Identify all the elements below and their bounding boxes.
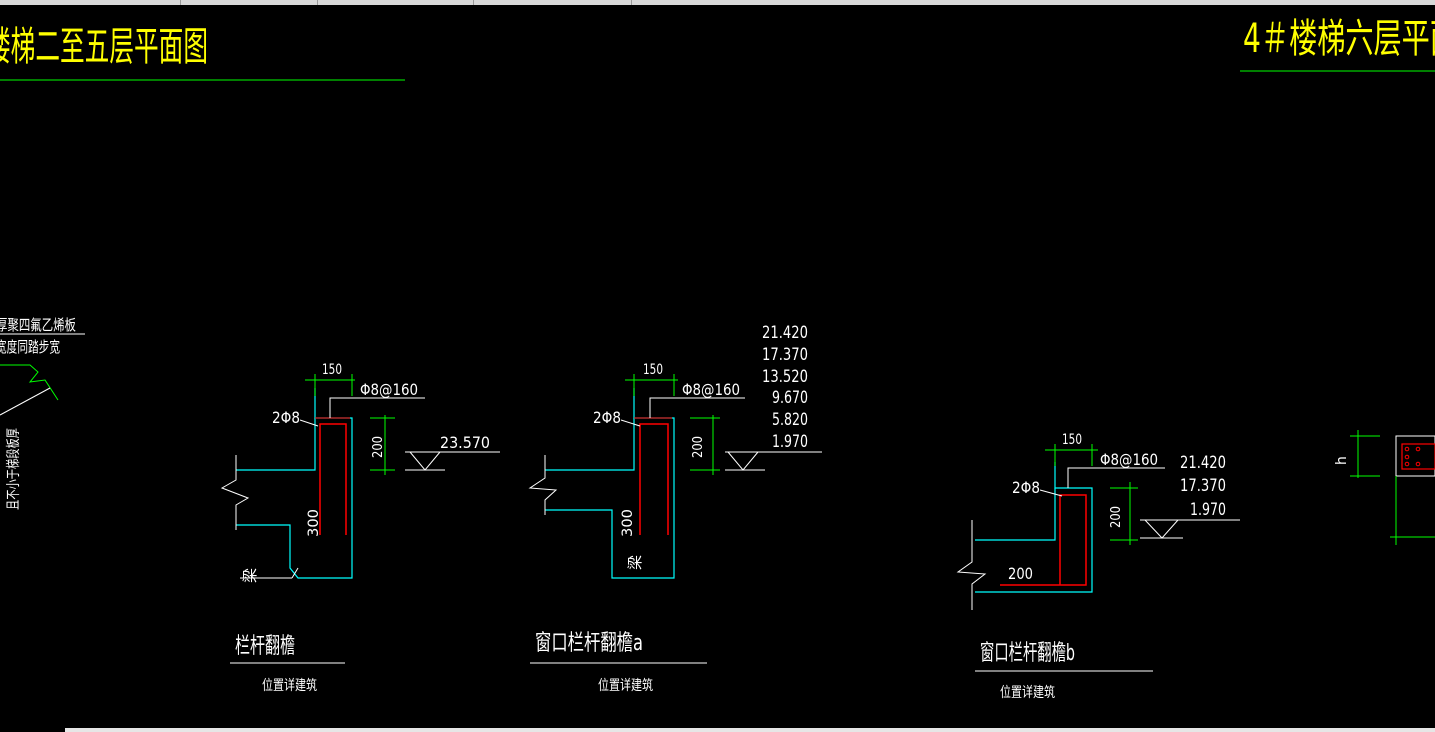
tab-strip-segment[interactable] [0, 0, 181, 5]
detail-window-railing-b: 150 Φ8@160 2Φ8 200 200 21.420 17.370 1.9… [956, 432, 1240, 701]
detail1-elev-0: 23.570 [440, 433, 490, 452]
title-right: 4＃楼梯六层平面 [1243, 16, 1435, 62]
detail3-width-dim: 200 [1008, 564, 1033, 583]
detail3-elev-1: 17.370 [1180, 476, 1226, 496]
horizontal-scrollbar[interactable] [65, 728, 1435, 732]
detail2-label: 窗口栏杆翻檐a [535, 631, 643, 656]
detail-window-railing-a: 150 Φ8@160 2Φ8 200 300 梁 21.420 17.370 1… [528, 323, 822, 694]
window-top-strip [0, 0, 1435, 5]
detail2-elev-1: 17.370 [762, 345, 808, 365]
detail1-beam: 梁 [241, 568, 259, 583]
detail2-sub: 位置详建筑 [598, 678, 653, 694]
right-dim-h: h [1334, 456, 1350, 465]
detail-railing-upstand: 150 Φ8@160 2Φ8 200 300 梁 23.570 栏杆翻檐 位置详… [220, 362, 500, 694]
title-left: 楼梯二至五层平面图 [0, 24, 208, 70]
left-break-symbol [0, 364, 59, 401]
left-note: 厚聚四氟乙烯板 宽度同踏步宽 且不小于梯段板厚 [0, 316, 85, 510]
detail2-depth-dim: 300 [620, 509, 636, 537]
detail1-bars: 2Φ8 [272, 408, 300, 427]
detail3-stirrup: Φ8@160 [1100, 450, 1158, 469]
tab-strip-segment[interactable] [181, 0, 318, 5]
detail2-elev-5: 1.970 [772, 432, 808, 452]
detail3-bars: 2Φ8 [1012, 478, 1040, 497]
detail2-elev-0: 21.420 [762, 323, 808, 343]
detail2-bars: 2Φ8 [593, 408, 621, 427]
detail3-height-dim: 200 [1109, 506, 1124, 528]
detail1-depth-dim: 300 [306, 509, 322, 537]
detail3-elev-0: 21.420 [1180, 453, 1226, 473]
tab-strip-segment[interactable] [474, 0, 632, 5]
detail2-stirrup: Φ8@160 [682, 380, 740, 399]
detail3-elev-2: 1.970 [1190, 500, 1226, 520]
detail2-beam: 梁 [626, 555, 644, 570]
detail1-label: 栏杆翻檐 [235, 634, 295, 659]
tab-strip-segment[interactable] [318, 0, 474, 5]
detail3-dim-top: 150 [1062, 432, 1082, 448]
left-note-line2: 宽度同踏步宽 [0, 338, 60, 356]
detail3-sub: 位置详建筑 [1000, 685, 1055, 701]
detail-right-partial: h [1334, 430, 1435, 545]
detail1-stirrup: Φ8@160 [360, 380, 418, 399]
detail1-height-dim: 200 [371, 436, 386, 458]
detail2-elev-3: 9.670 [772, 388, 808, 408]
left-note-vertical: 且不小于梯段板厚 [6, 428, 22, 510]
detail1-dim-top: 150 [322, 362, 342, 378]
detail2-elev-2: 13.520 [762, 367, 808, 387]
detail1-sub: 位置详建筑 [262, 678, 317, 694]
detail2-dim-top: 150 [643, 362, 663, 378]
detail3-label: 窗口栏杆翻檐b [980, 641, 1075, 666]
detail2-elev-4: 5.820 [772, 410, 808, 430]
detail2-height-dim: 200 [691, 436, 706, 458]
left-note-line1: 厚聚四氟乙烯板 [0, 316, 76, 334]
